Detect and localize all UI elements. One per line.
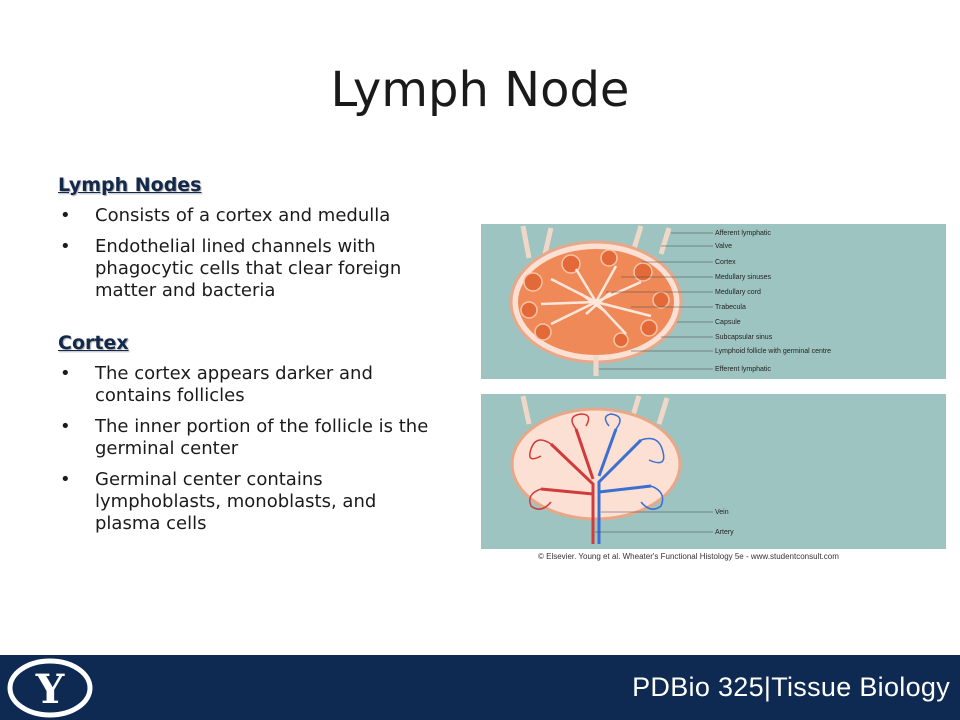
logo-letter: Y (35, 666, 65, 713)
figure-label: Capsule (715, 319, 741, 326)
bullet-list-lymph-nodes: Consists of a cortex and medulla Endothe… (58, 205, 438, 302)
slide-title: Lymph Node (330, 62, 630, 118)
figure-label: Medullary cord (715, 289, 761, 296)
lymph-node-vasculature-illustration: Vein Artery (510, 395, 734, 544)
figure-label: Subcapsular sinus (715, 334, 773, 341)
footer-bar: Y PDBio 325|Tissue Biology (0, 655, 960, 720)
lymph-node-vasculature-figure: Vein Artery (481, 394, 946, 549)
lymph-node-structure-figure: Afferent lymphatic Valve Cortex Medullar… (481, 224, 946, 379)
bullet-item: Endothelial lined channels with phagocyt… (58, 236, 438, 302)
figure-label: Artery (715, 529, 734, 536)
figure-label: Efferent lymphatic (715, 366, 771, 373)
bullet-item: The cortex appears darker and contains f… (58, 363, 438, 407)
section-heading-lymph-nodes: Lymph Nodes (58, 174, 202, 196)
section-heading-cortex: Cortex (58, 332, 129, 354)
course-title: PDBio 325|Tissue Biology (632, 672, 950, 702)
content-column: Lymph Nodes Consists of a cortex and med… (58, 174, 438, 544)
figure-label: Vein (715, 509, 729, 516)
figure-label: Valve (715, 243, 732, 250)
lymph-node-structure-illustration: Afferent lymphatic Valve Cortex Medullar… (509, 225, 831, 376)
figure-label: Afferent lymphatic (715, 230, 771, 237)
figure-label: Medullary sinuses (715, 274, 772, 281)
bullet-list-cortex: The cortex appears darker and contains f… (58, 363, 438, 535)
figure-label: Lymphoid follicle with germinal centre (715, 348, 831, 355)
bullet-item: Germinal center contains lymphoblasts, m… (58, 469, 438, 535)
byu-logo-icon: Y (7, 658, 93, 718)
bullet-item: Consists of a cortex and medulla (58, 205, 438, 227)
figure-label: Trabecula (715, 304, 746, 311)
figure-credit: © Elsevier. Young et al. Wheater's Funct… (538, 552, 839, 561)
figure-label: Cortex (715, 259, 736, 266)
bullet-item: The inner portion of the follicle is the… (58, 416, 438, 460)
